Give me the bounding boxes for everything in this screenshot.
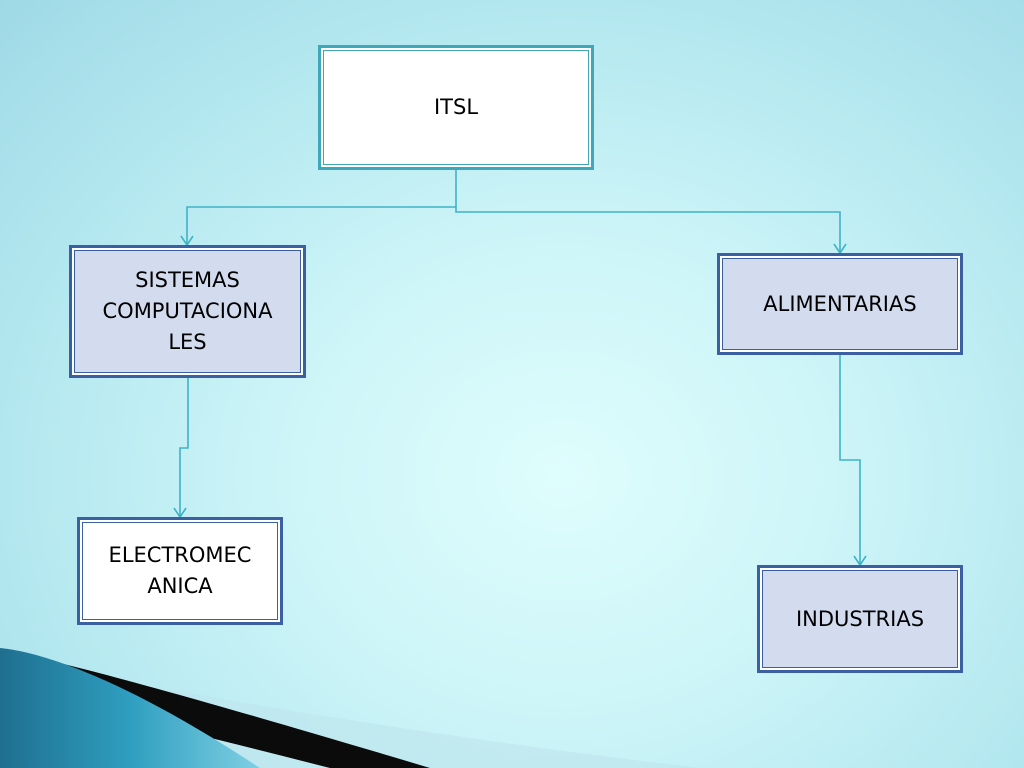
node-alimentarias-label: ALIMENTARIAS [763, 291, 917, 316]
connector-root-to-sistemas [186, 170, 457, 245]
connector-alimentarias-to-industrias [839, 355, 861, 565]
node-electromecanica[interactable]: ELECTROMEC ANICA [77, 517, 283, 625]
connector-root-to-alimentarias [455, 207, 841, 253]
node-alimentarias[interactable]: ALIMENTARIAS [717, 253, 963, 355]
connector-sistemas-to-electromecanica [179, 378, 189, 517]
node-sistemas-label: SISTEMAS COMPUTACIONA LES [102, 268, 273, 354]
node-industrias-label: INDUSTRIAS [795, 606, 925, 631]
node-itsl-label: ITSL [433, 95, 479, 119]
node-itsl[interactable]: ITSL [318, 45, 594, 170]
node-sistemas-computacionales[interactable]: SISTEMAS COMPUTACIONA LES [69, 245, 306, 378]
node-industrias[interactable]: INDUSTRIAS [757, 565, 963, 673]
node-electromecanica-label: ELECTROMEC ANICA [108, 543, 252, 598]
